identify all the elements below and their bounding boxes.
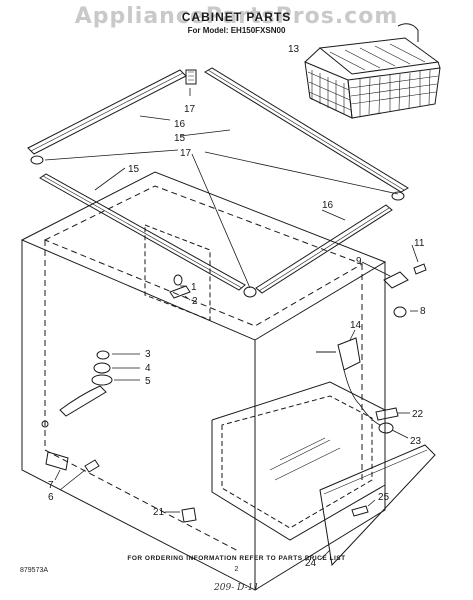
- callout-16-lower: 16: [322, 200, 334, 211]
- screw-part-25: [351, 505, 369, 517]
- ordering-note: FOR ORDERING INFORMATION REFER TO PARTS …: [127, 555, 346, 562]
- grommet-part-23: [378, 422, 394, 434]
- clip-part-21: [181, 507, 197, 523]
- cabinet-body: [20, 171, 387, 591]
- compressor-compartment: [211, 381, 386, 541]
- hinge-part-9: [383, 271, 409, 289]
- callout-2: 2: [192, 296, 198, 307]
- callout-15-top: 15: [174, 133, 186, 144]
- callout-1: 1: [191, 282, 197, 293]
- callout-23: 23: [410, 436, 422, 447]
- clip-part-7: [45, 451, 69, 471]
- callout-14: 14: [350, 320, 362, 331]
- screw-part-1: [173, 274, 183, 286]
- corner-cap-top: [185, 69, 197, 85]
- callout-22: 22: [412, 409, 424, 420]
- storage-basket: [304, 23, 441, 119]
- knob-part-3: [96, 350, 110, 360]
- callout-13: 13: [288, 44, 300, 55]
- plug-part-6: [84, 459, 100, 473]
- callout-9: 9: [356, 256, 362, 267]
- breaker-strip-lower-left: [39, 173, 246, 291]
- screw-part-11: [413, 263, 427, 275]
- page-number: 2: [234, 566, 239, 573]
- bushing-part-8: [393, 306, 407, 318]
- callout-7: 7: [48, 480, 54, 491]
- corner-cap-left: [30, 155, 44, 165]
- nut-part-4: [93, 362, 111, 374]
- breaker-strip-upper-left: [27, 69, 187, 155]
- callout-6: 6: [48, 492, 54, 503]
- watermark-text: AppliancePartsPros.com: [74, 4, 399, 29]
- corner-cap-front: [243, 286, 257, 298]
- model-number: For Model: EH150FXSN00: [187, 26, 286, 35]
- drain-tube: [59, 385, 107, 417]
- callout-3: 3: [145, 349, 151, 360]
- callout-16-top: 16: [174, 119, 186, 130]
- breaker-strip-upper-right: [204, 67, 409, 193]
- diagram-code: 879573A: [20, 567, 49, 574]
- callout-4: 4: [145, 363, 151, 374]
- callout-15-lower: 15: [128, 164, 140, 175]
- callout-21: 21: [153, 507, 165, 518]
- screw-part-22: [375, 407, 399, 421]
- washer-part-5: [91, 374, 113, 386]
- access-panel: [319, 444, 436, 567]
- thermostat-part-14: [337, 337, 361, 371]
- callout-8: 8: [420, 306, 426, 317]
- callout-11: 11: [414, 238, 425, 249]
- callout-17-top: 17: [184, 104, 196, 115]
- callout-24: 24: [305, 558, 317, 569]
- handwritten-note: 209- D-11: [214, 583, 259, 593]
- callout-17-center: 17: [180, 148, 192, 159]
- callout-5: 5: [145, 376, 151, 387]
- diagram-title: CABINET PARTS: [181, 10, 292, 24]
- breaker-strip-lower-right: [255, 204, 393, 294]
- callout-25: 25: [378, 492, 390, 503]
- bracket-part-2: [169, 285, 191, 299]
- corner-cap-right: [391, 191, 405, 201]
